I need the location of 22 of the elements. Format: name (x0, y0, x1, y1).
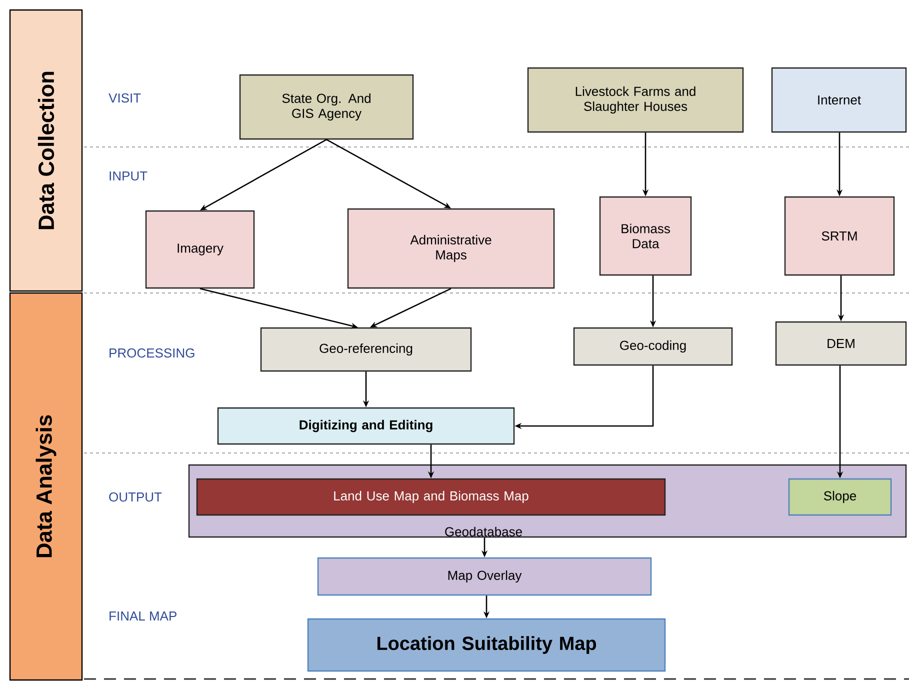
section-label: OUTPUT (109, 492, 162, 502)
section-label: FINAL MAP (110, 612, 176, 620)
process-box: DEM (775, 321, 907, 366)
section-band: Data Analysis (9, 292, 83, 681)
section-band: Data Collection (9, 9, 83, 292)
process-box: SRTM (784, 196, 895, 276)
process-box: State Org. And GIS Agency (239, 74, 414, 140)
process-box: Internet (771, 67, 907, 133)
process-box: Administrative Maps (347, 208, 555, 289)
process-box: Geo-referencing (260, 327, 472, 372)
process-box: Geo-coding (573, 327, 733, 366)
section-label: PROCESSING (110, 348, 194, 358)
process-box: Land Use Map and Biomass Map (196, 478, 666, 516)
section-label: INPUT (110, 171, 148, 181)
result-box: Location Suitability Map (307, 618, 666, 672)
process-box: Digitizing and Editing (217, 407, 515, 445)
process-box: Map Overlay (317, 557, 652, 596)
process-box: Biomass Data (599, 196, 692, 276)
process-box: Livestock Farms and Slaughter Houses (527, 67, 744, 133)
process-box: Imagery (145, 210, 255, 289)
process-box: Slope (788, 478, 892, 516)
section-label: VISIT (108, 93, 141, 103)
